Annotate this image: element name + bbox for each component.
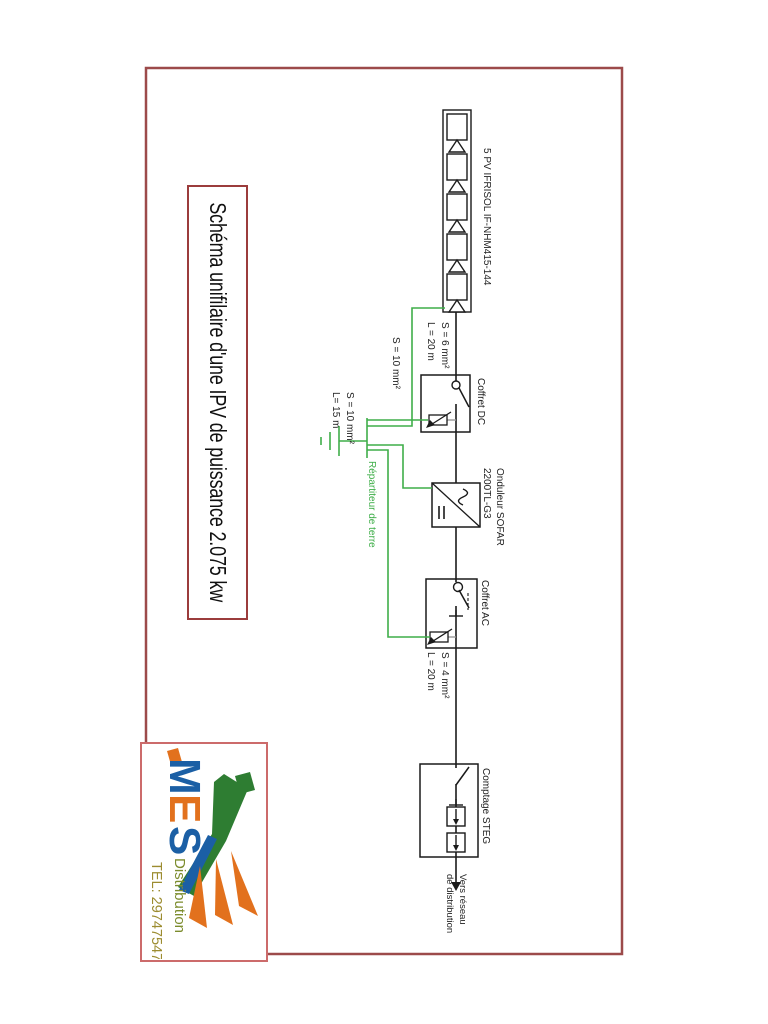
logo-letter-s: S <box>160 826 209 855</box>
ac-surge-arrowhead-icon <box>427 637 436 645</box>
comptage-steg-box <box>419 763 479 858</box>
steg-switch-blade-icon <box>455 766 470 786</box>
grid-output-arrowhead-icon <box>451 882 461 891</box>
pv-module-icon <box>446 153 468 181</box>
page-title: Schéma unifilaire d'une IPV de puissance… <box>205 202 231 603</box>
inverter-label-line2: 2200TL-G3 <box>481 468 492 519</box>
ac-breaker-terminal-icon <box>452 581 464 593</box>
earth-wire-inverter <box>367 444 432 489</box>
title-box: Schéma unifilaire d'une IPV de puissance… <box>187 185 248 620</box>
comptage-steg <box>419 763 479 858</box>
coffret-dc <box>420 374 471 433</box>
cable-ac-length: L = 20 m <box>425 652 436 691</box>
pv-module-icon <box>446 273 468 301</box>
earth-wires <box>320 307 445 638</box>
earth-wire-ac-surge <box>367 449 430 638</box>
pv-module-icon <box>446 193 468 221</box>
pv-diode-icon <box>447 258 467 273</box>
coffret-ac <box>425 578 478 649</box>
pv-array-label: 5 PV IFRISOL IF-NHM415-144 <box>481 148 492 286</box>
earth-electrode-icon <box>320 426 367 456</box>
cable-pv-dc-length: L = 20 m <box>425 322 436 361</box>
grid-output-label-line2: de distribution <box>444 874 455 933</box>
ac-sine-icon <box>457 488 469 506</box>
ac-contact-tick-icon <box>449 610 463 617</box>
logo-phone: TEL: 29747547 <box>148 862 164 959</box>
cable-earth-electrode-section: S = 10 mm² <box>344 392 355 445</box>
sun-ray-icon <box>189 866 207 928</box>
company-logo: M E S Distribution TEL: 29747547 <box>140 742 268 962</box>
comptage-steg-label: Comptage STEG <box>480 768 491 844</box>
pv-module-icon <box>446 113 468 141</box>
inverter-label-line1: Onduleur SOFAR <box>494 468 505 546</box>
earth-bar-label: Répartiteur de terre <box>366 461 377 548</box>
cable-pv-earth-section: S = 10 mm² <box>390 337 401 390</box>
meter-arrowhead-icon <box>453 845 459 851</box>
cable-earth-electrode-length: L= 15 m <box>330 392 341 428</box>
sun-ray-icon <box>231 851 258 916</box>
cable-pv-dc-section: S = 6 mm² <box>439 322 450 369</box>
dc-bars-icon <box>438 506 445 519</box>
meter-arrowhead-icon <box>453 819 459 825</box>
logo-letter-e: E <box>160 794 209 823</box>
dc-surge-arrowhead-icon <box>426 420 435 428</box>
logo-orange-tick-icon <box>167 748 182 765</box>
pv-diode-icon <box>447 138 467 153</box>
inverter <box>431 482 481 528</box>
dc-switch-blade-icon <box>458 387 470 408</box>
pv-diode-icon <box>447 218 467 233</box>
roof-blue-stripe-icon <box>179 835 217 894</box>
pv-diode-icon <box>447 178 467 193</box>
cable-ac-section: S = 4 mm² <box>439 652 450 699</box>
drawing-frame <box>144 66 624 956</box>
grid-output-label-line1: Vers réseau <box>457 874 468 925</box>
coffret-ac-box <box>425 578 478 649</box>
steg-contact-tick-icon <box>449 799 463 806</box>
earth-wire-pv <box>367 307 445 427</box>
coffret-dc-label: Coffret DC <box>475 378 486 425</box>
dc-switch-terminal-icon <box>451 380 461 390</box>
pv-array <box>442 109 472 313</box>
logo-letter-m: M <box>160 758 209 795</box>
ac-breaker-blade-icon <box>458 589 470 609</box>
inverter-diagonal <box>431 482 481 528</box>
logo-graphic: M E S Distribution TEL: 29747547 <box>148 748 258 961</box>
coffret-ac-label: Coffret AC <box>479 580 490 626</box>
pv-module-icon <box>446 233 468 261</box>
sun-ray-icon <box>215 859 233 925</box>
coffret-dc-box <box>420 374 471 433</box>
logo-subtitle: Distribution <box>171 858 188 933</box>
pv-diode-icon <box>447 298 467 313</box>
